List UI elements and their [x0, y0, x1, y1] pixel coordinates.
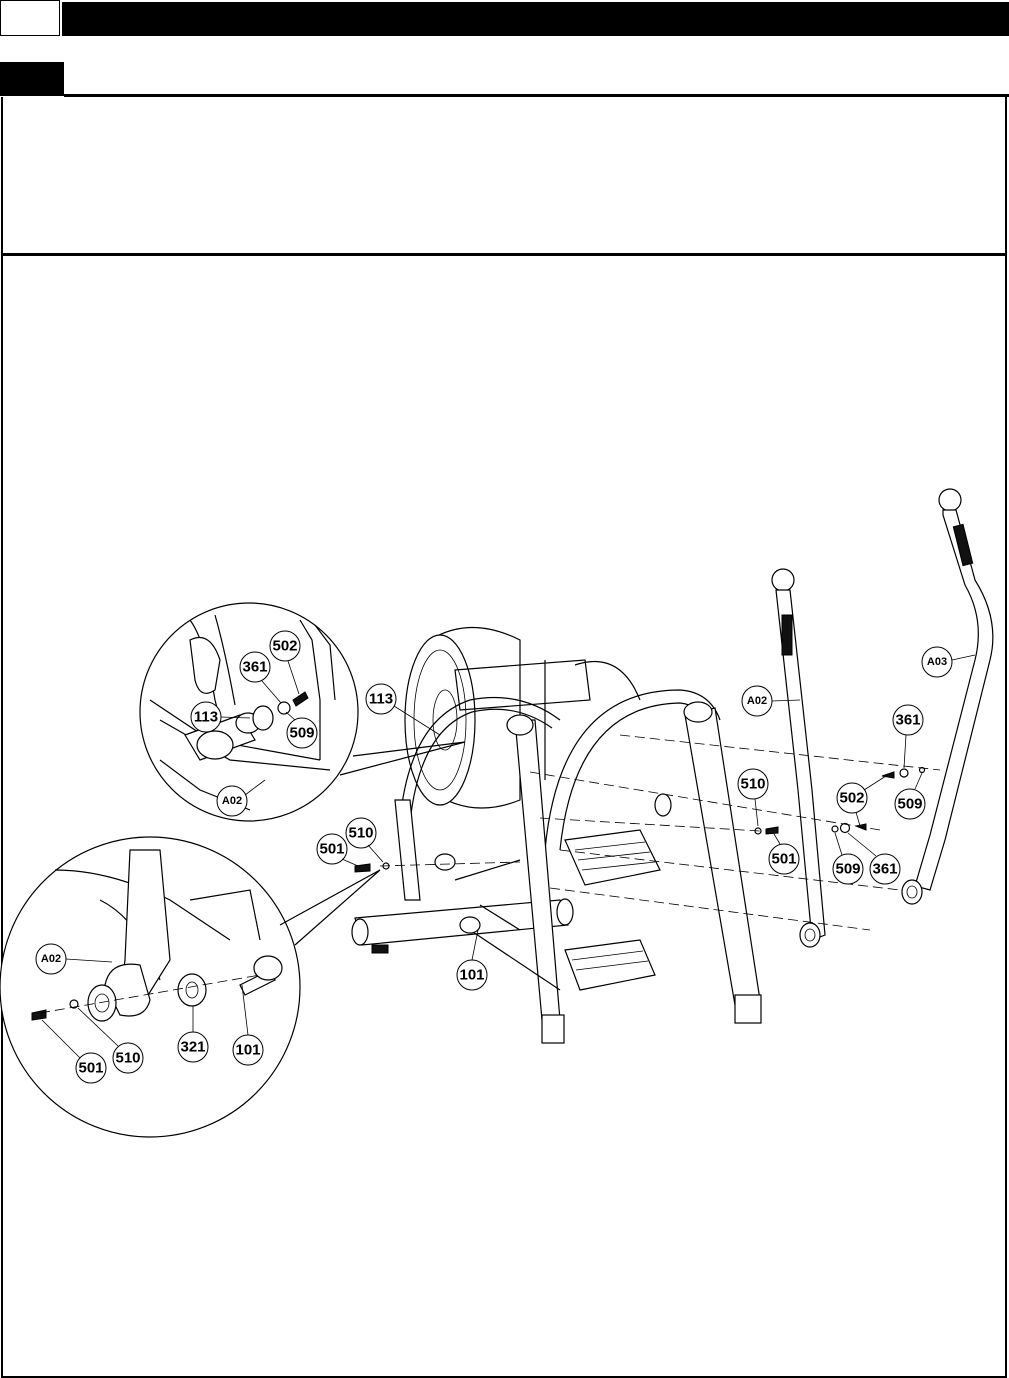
label-A02-detail1: A02: [216, 779, 266, 817]
label-510-main: 510: [345, 817, 384, 863]
label-501-detail2-text: 501: [78, 1060, 103, 1077]
assembly-figure-panel: [1, 254, 1007, 1378]
label-502-detail1: 502: [269, 630, 301, 695]
label-321-detail2: 321: [177, 1006, 209, 1063]
label-509-right-bottom-text: 509: [835, 861, 860, 878]
label-A02-main: A02: [741, 685, 801, 717]
label-113-main: 113: [365, 683, 441, 736]
page-number-box: [0, 0, 60, 36]
label-361-right-top-text: 361: [895, 712, 920, 729]
label-501-right: 501: [768, 833, 800, 875]
label-113-main-text: 113: [369, 691, 393, 708]
header-bar: [0, 0, 1009, 38]
label-509-right-bottom: 509: [832, 832, 864, 885]
label-101-main: 101: [456, 929, 488, 991]
label-A02-detail1-text: A02: [222, 795, 242, 807]
label-361-right-top: 361: [892, 704, 924, 769]
label-510-main-text: 510: [348, 825, 373, 842]
elliptical-trainer-drawing: [351, 626, 762, 1044]
handlebar-A02-drawing: [771, 568, 826, 948]
label-101-main-text: 101: [459, 967, 484, 984]
label-502-right-text: 502: [839, 790, 864, 807]
label-A02-detail2-text: A02: [41, 953, 61, 965]
label-502-detail1-text: 502: [272, 638, 297, 655]
label-361-right-bottom-text: 361: [872, 861, 897, 878]
label-509-right-top-text: 509: [897, 796, 922, 813]
detail-view-101: [0, 836, 381, 1138]
step-number-tab: [0, 62, 64, 96]
label-510-detail2: 510: [77, 1007, 144, 1074]
label-510-detail2-text: 510: [115, 1050, 140, 1067]
label-501-main-text: 501: [319, 841, 344, 858]
label-361-detail1-text: 361: [242, 659, 267, 676]
label-101-detail2: 101: [232, 984, 264, 1066]
detail-view-113: [139, 602, 466, 822]
label-101-detail2-text: 101: [235, 1042, 260, 1059]
label-509-detail1-text: 509: [289, 725, 314, 742]
label-A02-detail2: A02: [35, 943, 113, 975]
label-510-right: 510: [737, 768, 769, 827]
label-501-detail2: 501: [41, 1019, 107, 1084]
header-title-band: [62, 2, 1009, 36]
label-509-detail1: 509: [285, 711, 318, 749]
label-510-right-text: 510: [740, 776, 765, 793]
label-501-right-text: 501: [771, 851, 796, 868]
label-361-right-bottom: 361: [847, 832, 901, 885]
step-rule: [64, 94, 1009, 97]
label-A02-main-text: A02: [747, 695, 767, 707]
label-502-right: 502: [836, 775, 887, 827]
label-509-right-top: 509: [894, 772, 926, 820]
label-321-detail2-text: 321: [180, 1039, 205, 1056]
label-113-detail1: 113: [190, 701, 251, 733]
label-501-main: 501: [316, 833, 359, 867]
label-A03-main: A03: [921, 646, 976, 678]
label-A03-main-text: A03: [927, 656, 947, 668]
label-113-detail1-text: 113: [194, 709, 218, 726]
handlebar-A03-drawing: [901, 488, 994, 905]
label-361-detail1: 361: [239, 651, 282, 704]
